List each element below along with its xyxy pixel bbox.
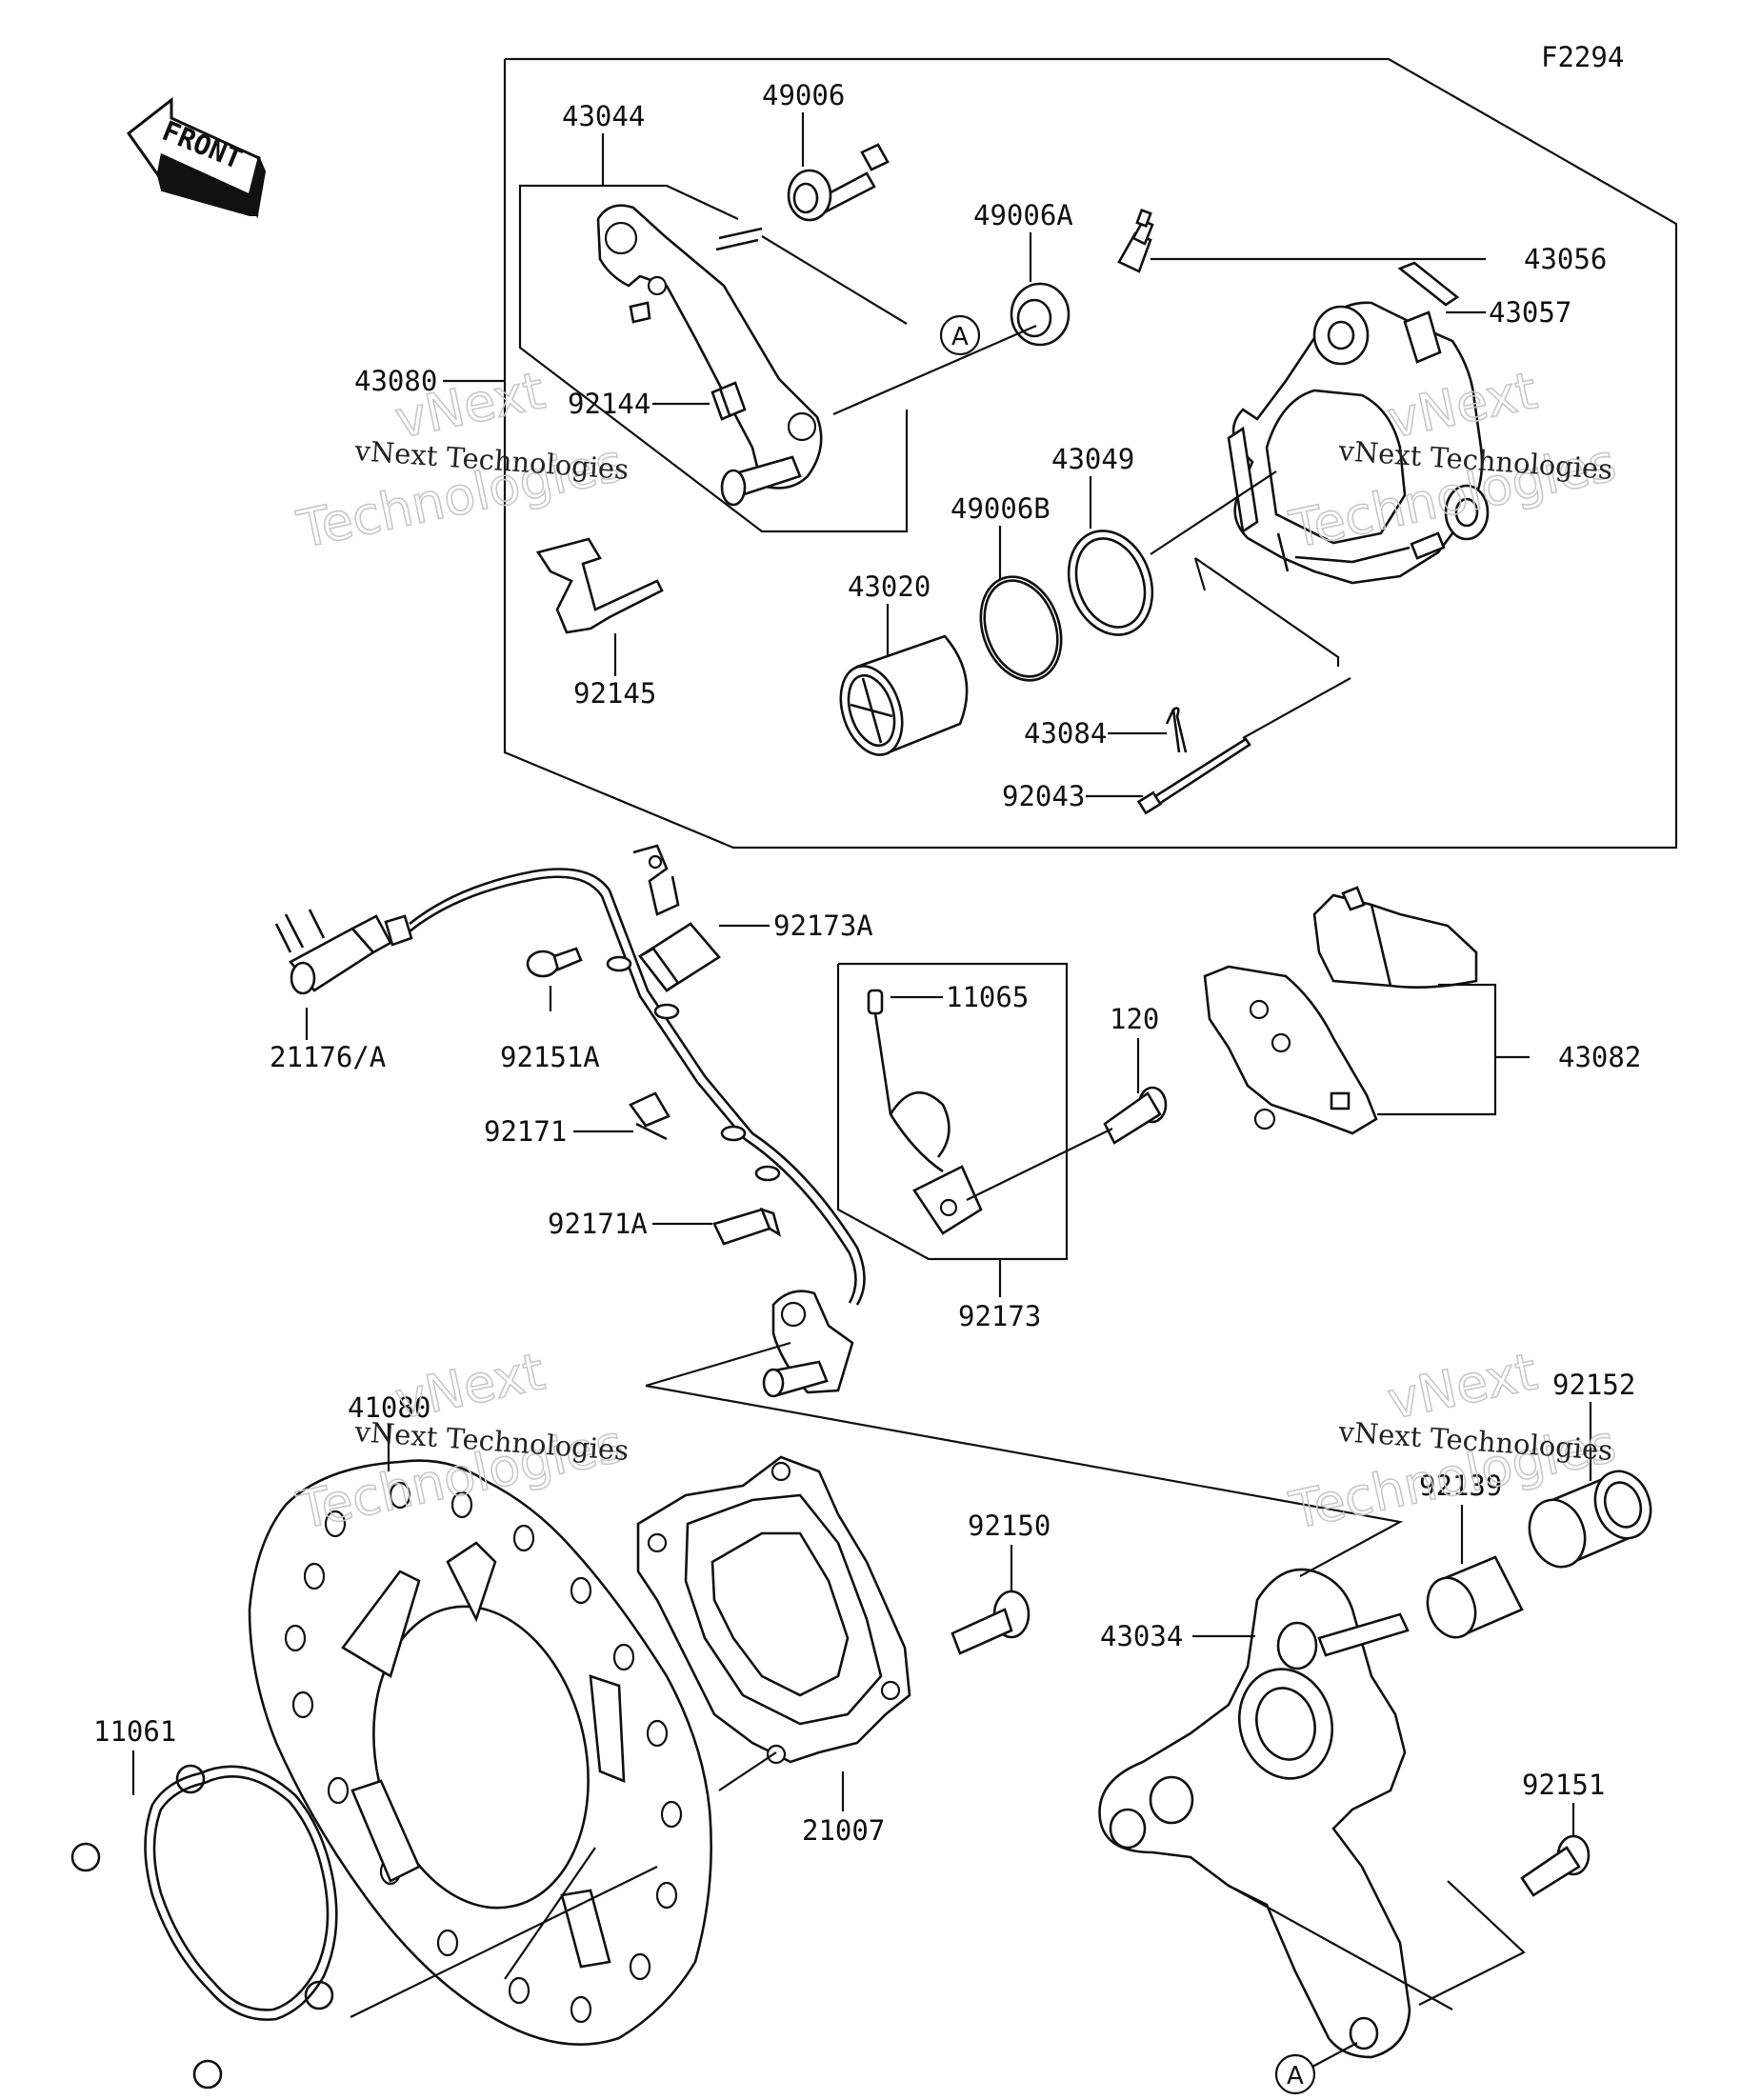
dust-seal-49006B (979, 575, 1063, 682)
front-arrow-icon: FRONT (126, 96, 267, 219)
label-43049: 43049 (1051, 443, 1134, 475)
bushing-92139 (1426, 1555, 1524, 1639)
caliper-bracket (596, 204, 823, 507)
figure-code: F2294 (1541, 41, 1624, 73)
label-43056: 43056 (1524, 243, 1607, 275)
piston-seal-43049 (1067, 530, 1154, 636)
bleed-cap (1397, 261, 1460, 307)
bleed-valve (1117, 209, 1154, 273)
bolt-92150 (951, 1590, 1031, 1655)
bolt-92151 (1520, 1834, 1591, 1897)
r-clip (1165, 707, 1188, 753)
caliper-assembly-outline (503, 57, 1678, 850)
brake-pad-rear (1312, 886, 1478, 989)
brake-pad-front (1203, 965, 1378, 1135)
label-43044: 43044 (562, 100, 645, 132)
label-49006A: 49006A (973, 199, 1073, 231)
label-43020: 43020 (848, 570, 931, 603)
label-92151: 92151 (1522, 1769, 1605, 1801)
label-43034: 43034 (1100, 1620, 1183, 1652)
label-92173: 92173 (958, 1300, 1041, 1332)
abs-sensor-body (762, 1290, 854, 1398)
sensor-cable (409, 868, 866, 1306)
label-43082: 43082 (1558, 1041, 1641, 1073)
sensor-rotor (636, 1455, 911, 1765)
clip-92144 (710, 381, 747, 421)
leader-lines (131, 112, 1592, 2068)
caliper-body (1227, 301, 1490, 585)
guide-pin-49006 (787, 143, 890, 222)
brake-disc (248, 1459, 712, 2046)
label-49006B: 49006B (951, 492, 1051, 525)
caliper-mount-bracket (1098, 1568, 1411, 2059)
ref-marker-a-upper: A (939, 314, 981, 356)
bolt-120 (1103, 1086, 1168, 1145)
bushing-92152 (1528, 1470, 1652, 1569)
gasket (70, 1764, 338, 2090)
sensor-bracket-92173 (912, 1165, 983, 1235)
watermark-ll-vnext: vNext (390, 1341, 550, 1430)
label-49006: 49006 (762, 79, 845, 111)
label-43084: 43084 (1024, 717, 1107, 750)
ref-marker-a-lower-text: A (1287, 2062, 1304, 2090)
watermark-lr-vnext: vNext (1383, 1341, 1542, 1430)
label-43080: 43080 (354, 365, 437, 397)
label-21007: 21007 (802, 1814, 885, 1847)
sensor-box-92173 (836, 962, 1069, 1261)
label-92150: 92150 (968, 1510, 1051, 1542)
label-21176A: 21176/A (270, 1041, 386, 1073)
sensor-connector (274, 909, 413, 995)
grommet-stack (606, 955, 781, 1182)
label-92144: 92144 (568, 388, 650, 420)
label-43057: 43057 (1489, 296, 1571, 329)
cable-clamp-92173A (632, 844, 721, 992)
label-92171: 92171 (484, 1115, 567, 1148)
label-11061: 11061 (93, 1715, 176, 1748)
label-92043: 92043 (1002, 780, 1085, 812)
ref-marker-a-lower: A (1274, 2053, 1316, 2095)
bolt-92151A (526, 947, 583, 978)
pad-pin (1136, 737, 1251, 815)
label-92139: 92139 (1419, 1470, 1502, 1502)
label-92151A: 92151A (500, 1041, 600, 1073)
label-92173A: 92173A (773, 910, 873, 942)
label-11065: 11065 (946, 981, 1029, 1013)
piston (839, 634, 969, 756)
ref-marker-a-upper-text: A (951, 323, 969, 351)
clip-92171A (712, 1207, 782, 1246)
guide-pin-49006A (1010, 282, 1071, 347)
sensor-plug-11065 (867, 989, 951, 1173)
label-41080: 41080 (348, 1391, 430, 1424)
clip-92171 (629, 1091, 670, 1141)
label-120: 120 (1110, 1003, 1159, 1035)
pad-spring (535, 537, 664, 634)
label-92145: 92145 (573, 677, 656, 710)
label-92152: 92152 (1552, 1369, 1635, 1401)
label-92171A: 92171A (548, 1208, 648, 1240)
